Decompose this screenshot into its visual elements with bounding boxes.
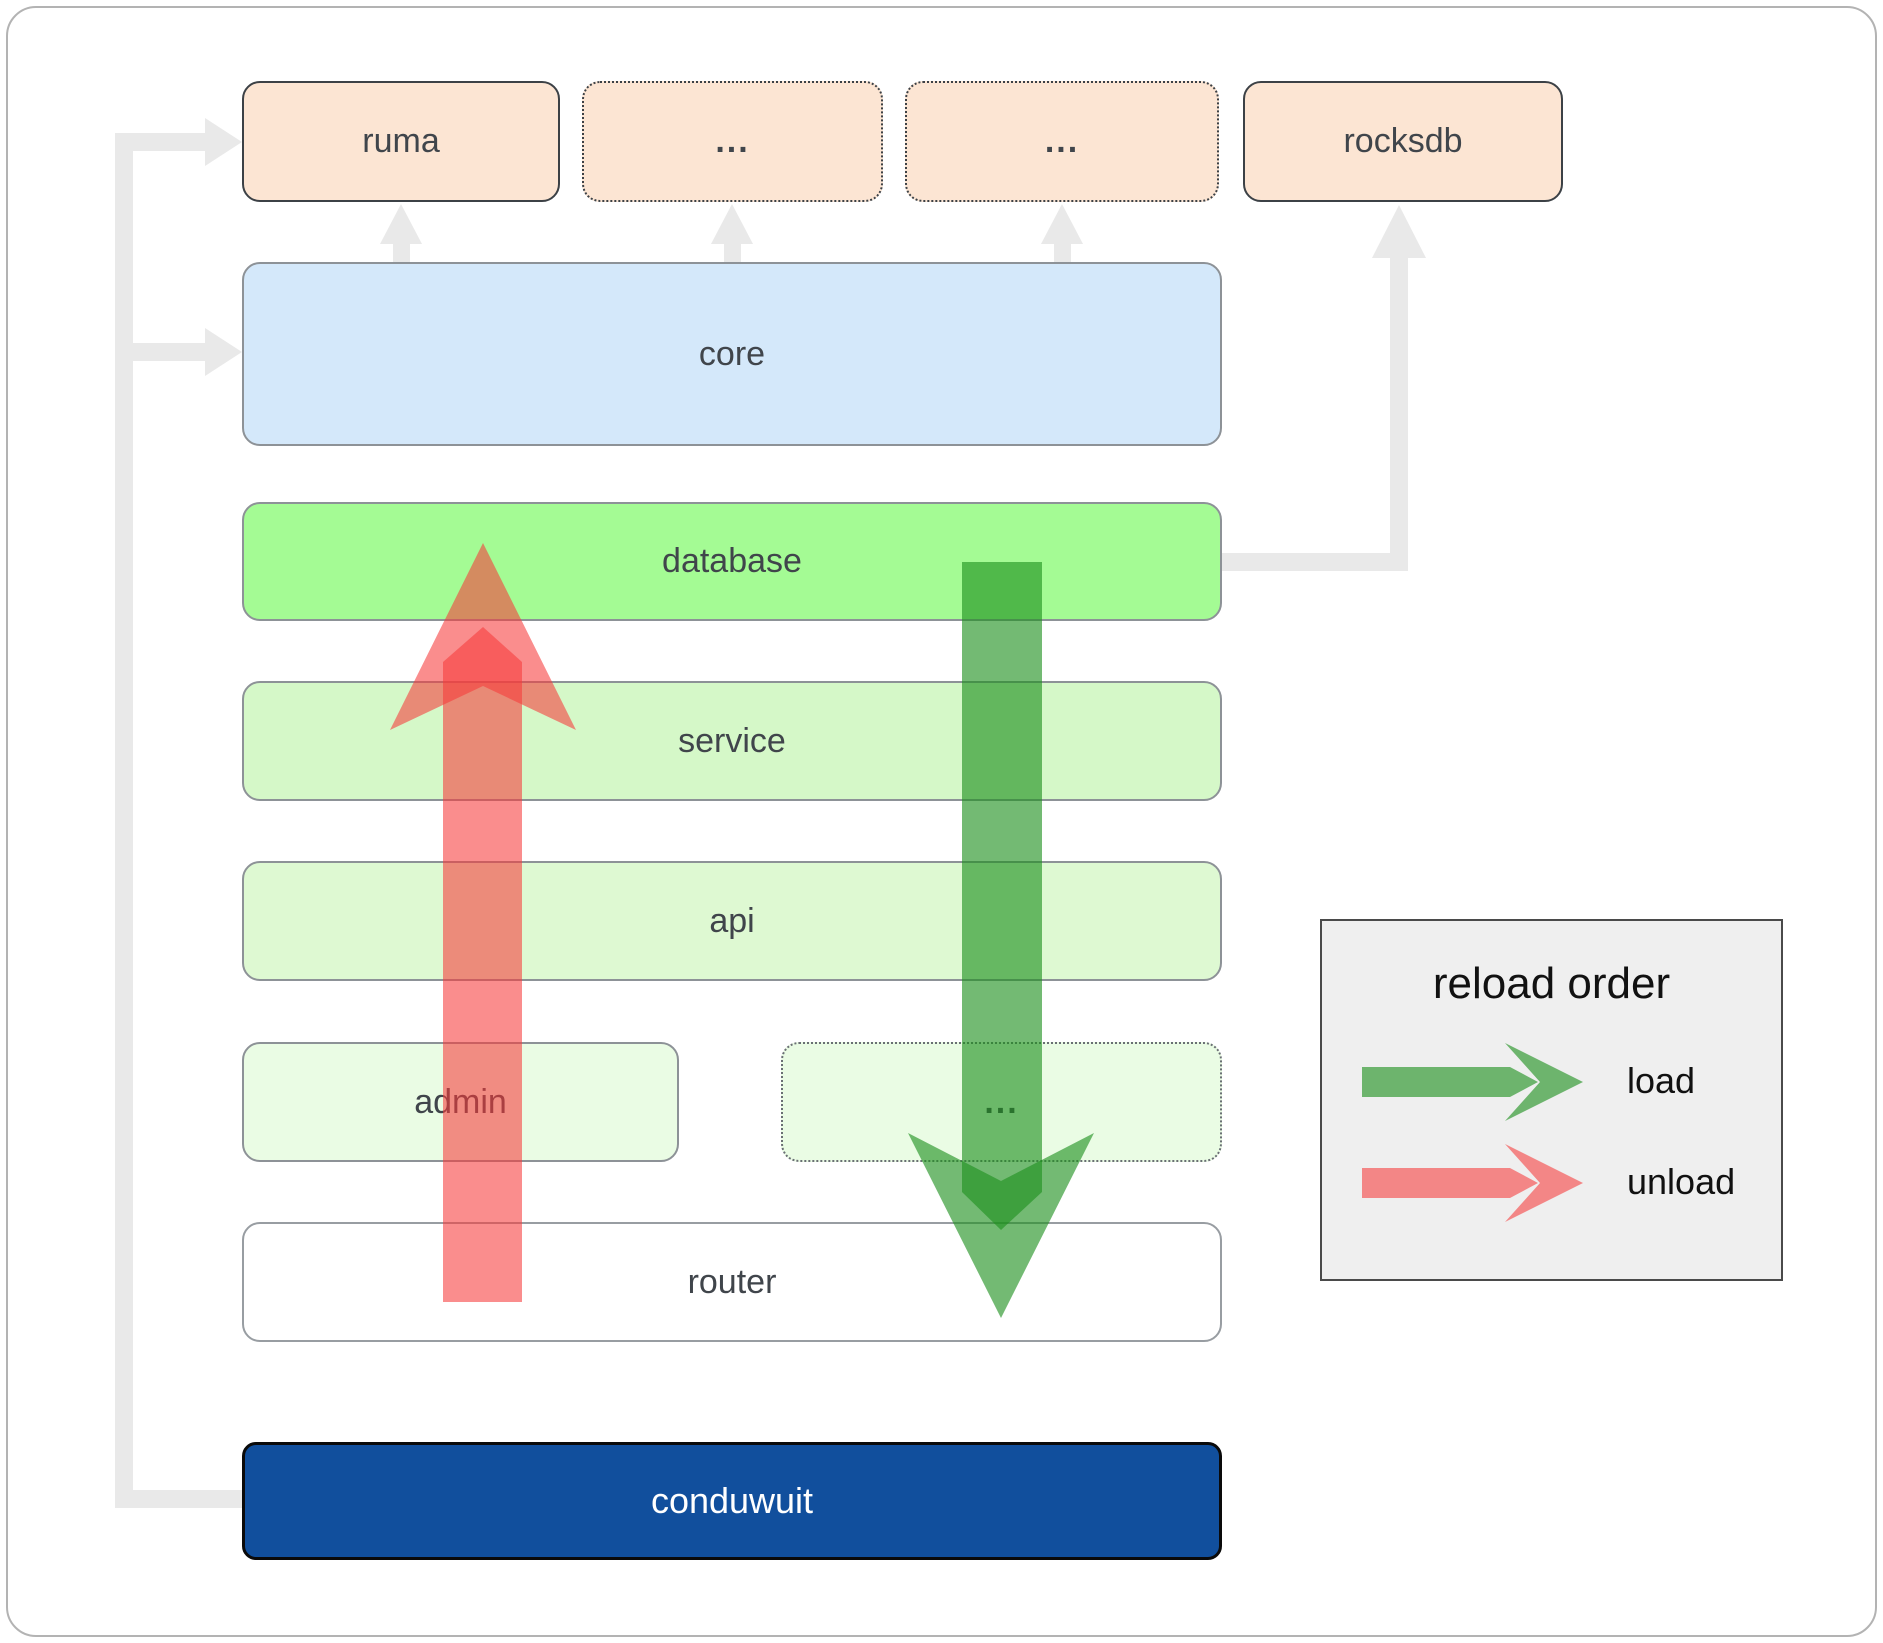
node-crate-dots-2: ... [905,81,1219,202]
node-conduwuit: conduwuit [242,1442,1222,1560]
node-admin-dots-label: ... [984,1082,1019,1121]
node-api: api [242,861,1222,981]
node-service-label: service [678,721,786,760]
legend: reload order [1320,919,1783,1281]
node-conduwuit-label: conduwuit [650,1480,814,1521]
node-crate-dots-2-label: ... [1044,122,1080,160]
node-crate-dots-1-label: ... [715,122,750,160]
node-core: core [242,262,1222,446]
node-core-label: core [698,334,766,373]
outer-frame [6,6,1877,1637]
node-database-label: database [662,542,802,580]
node-rocksdb-label: rocksdb [1343,122,1463,160]
node-router: router [242,1222,1222,1342]
node-admin-dots: ... [781,1042,1222,1162]
node-service: service [242,681,1222,801]
node-api-label: api [709,901,755,940]
node-admin: admin [242,1042,679,1162]
node-admin-label: admin [414,1082,507,1121]
legend-title: reload order [1432,959,1671,1008]
node-database: database [242,502,1222,621]
node-rocksdb: rocksdb [1243,81,1563,202]
node-ruma: ruma [242,81,560,202]
node-crate-dots-1: ... [582,81,883,202]
node-router-label: router [687,1262,777,1301]
node-ruma-label: ruma [362,122,440,160]
legend-unload-label: unload [1627,1161,1736,1202]
legend-load-label: load [1627,1060,1696,1101]
